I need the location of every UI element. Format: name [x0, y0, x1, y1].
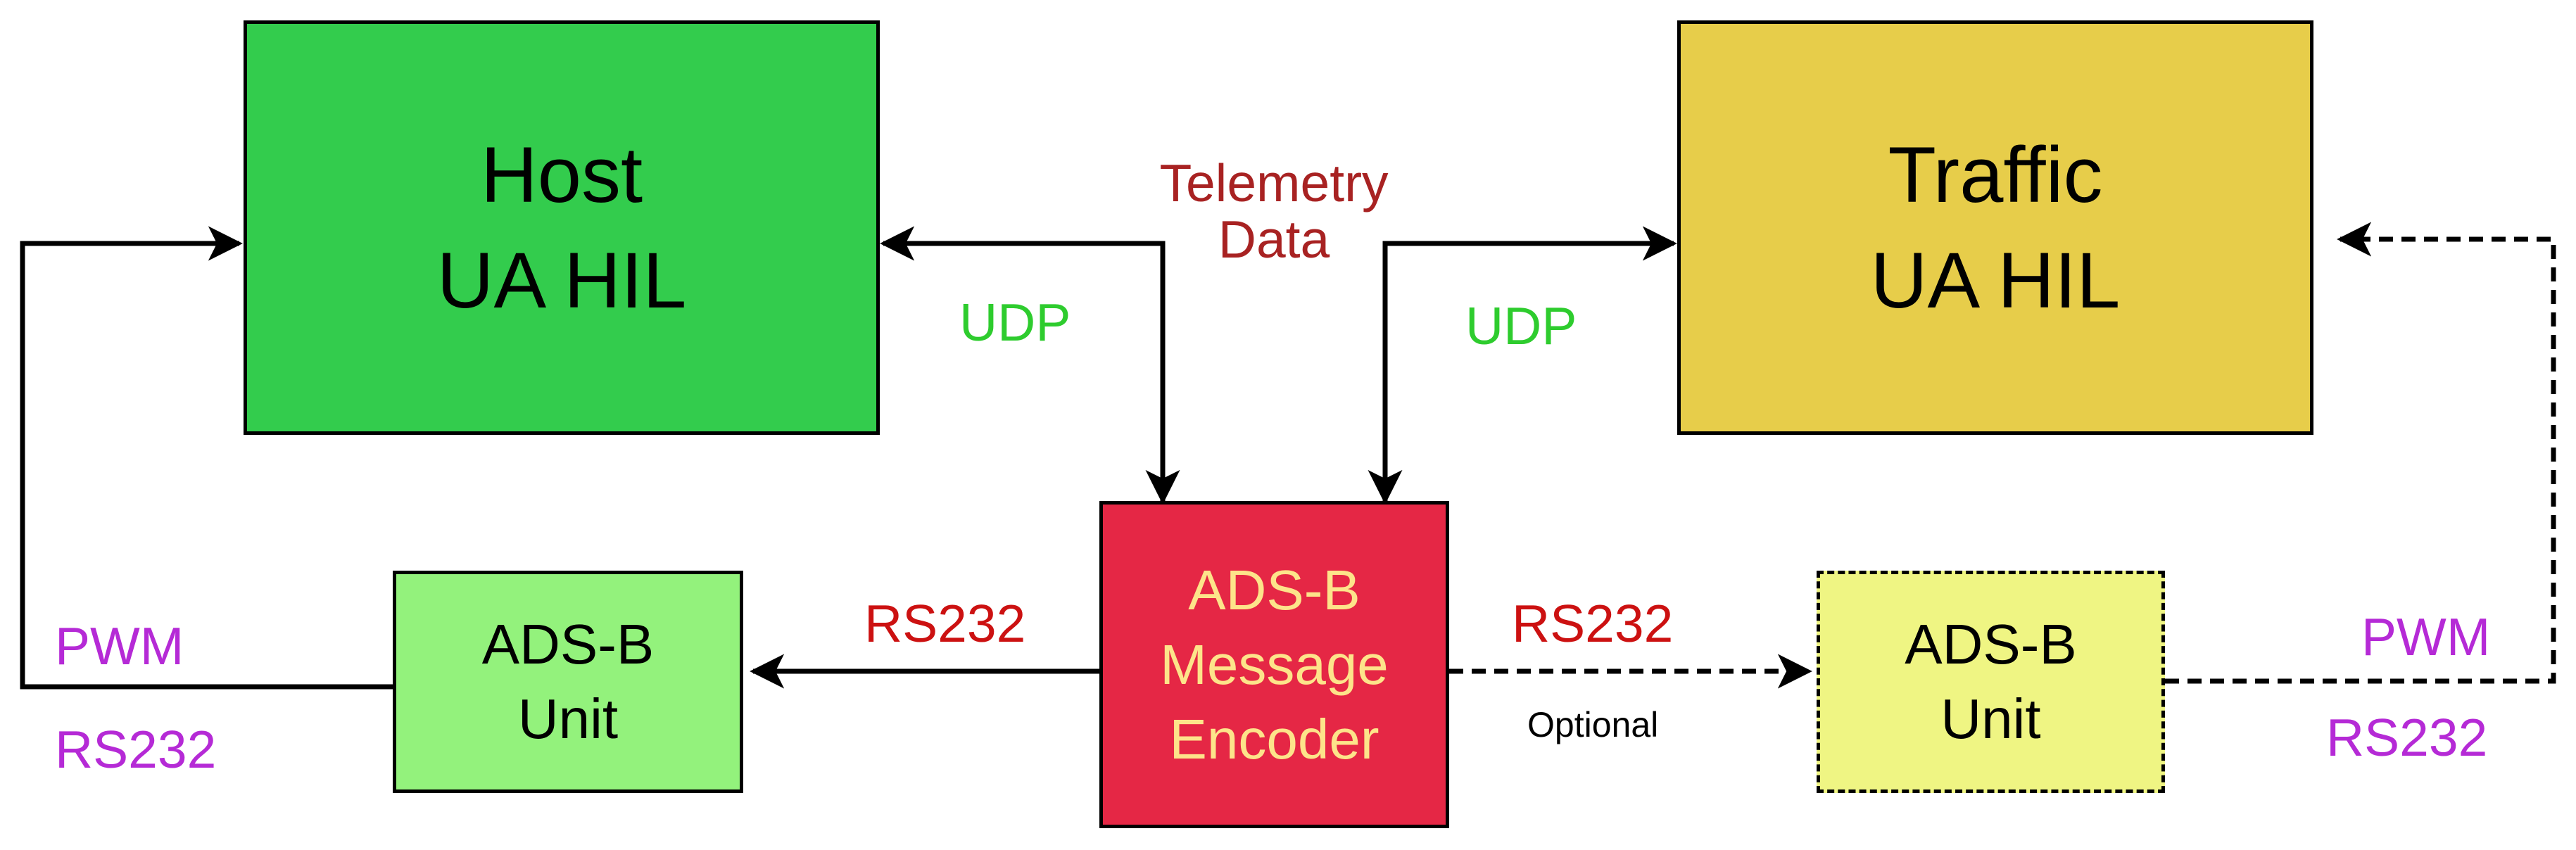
- traffic-title: Traffic: [1888, 130, 2103, 219]
- optional-label: Optional: [1527, 705, 1659, 744]
- pwm-right-label: PWM: [2361, 607, 2491, 666]
- rs232-far-right-label: RS232: [2326, 708, 2488, 767]
- rs232-right-label: RS232: [1512, 594, 1674, 653]
- pwm-left-label: PWM: [55, 616, 184, 675]
- traffic-ua-hil-box: Traffic UA HIL: [1677, 20, 2313, 435]
- host-title: Host: [480, 130, 643, 219]
- rs232-far-left-label: RS232: [55, 720, 217, 779]
- traffic-subtitle: UA HIL: [1870, 236, 2121, 324]
- connector-host-encoder: [880, 226, 1180, 505]
- host-subtitle: UA HIL: [436, 236, 687, 324]
- udp-left-label: UDP: [959, 293, 1071, 352]
- adsb-right-line-1: ADS-B: [1905, 613, 2077, 675]
- rs232-left-label: RS232: [864, 594, 1026, 653]
- adsb-unit-right-box: ADS-B Unit: [1817, 571, 2165, 793]
- adsb-left-line-1: ADS-B: [481, 613, 655, 675]
- connector-adsb-left-host: [20, 226, 393, 690]
- host-ua-hil-box: Host UA HIL: [244, 20, 880, 435]
- adsb-message-encoder-box: ADS-B Message Encoder: [1099, 501, 1449, 828]
- connector-adsb-right-traffic: [2165, 222, 2556, 684]
- udp-right-label: UDP: [1465, 296, 1577, 355]
- adsb-left-line-2: Unit: [517, 687, 619, 750]
- encoder-line-1: ADS-B: [1188, 558, 1360, 621]
- encoder-line-3: Encoder: [1169, 707, 1379, 770]
- adsb-unit-left-box: ADS-B Unit: [393, 571, 743, 793]
- encoder-line-2: Message: [1160, 633, 1389, 696]
- telemetry-line-1: Telemetry: [1159, 153, 1389, 212]
- telemetry-line-2: Data: [1218, 210, 1330, 269]
- telemetry-data-label: Telemetry Data: [1098, 155, 1450, 267]
- adsb-right-line-2: Unit: [1940, 687, 2041, 750]
- connector-encoder-traffic: [1368, 226, 1677, 505]
